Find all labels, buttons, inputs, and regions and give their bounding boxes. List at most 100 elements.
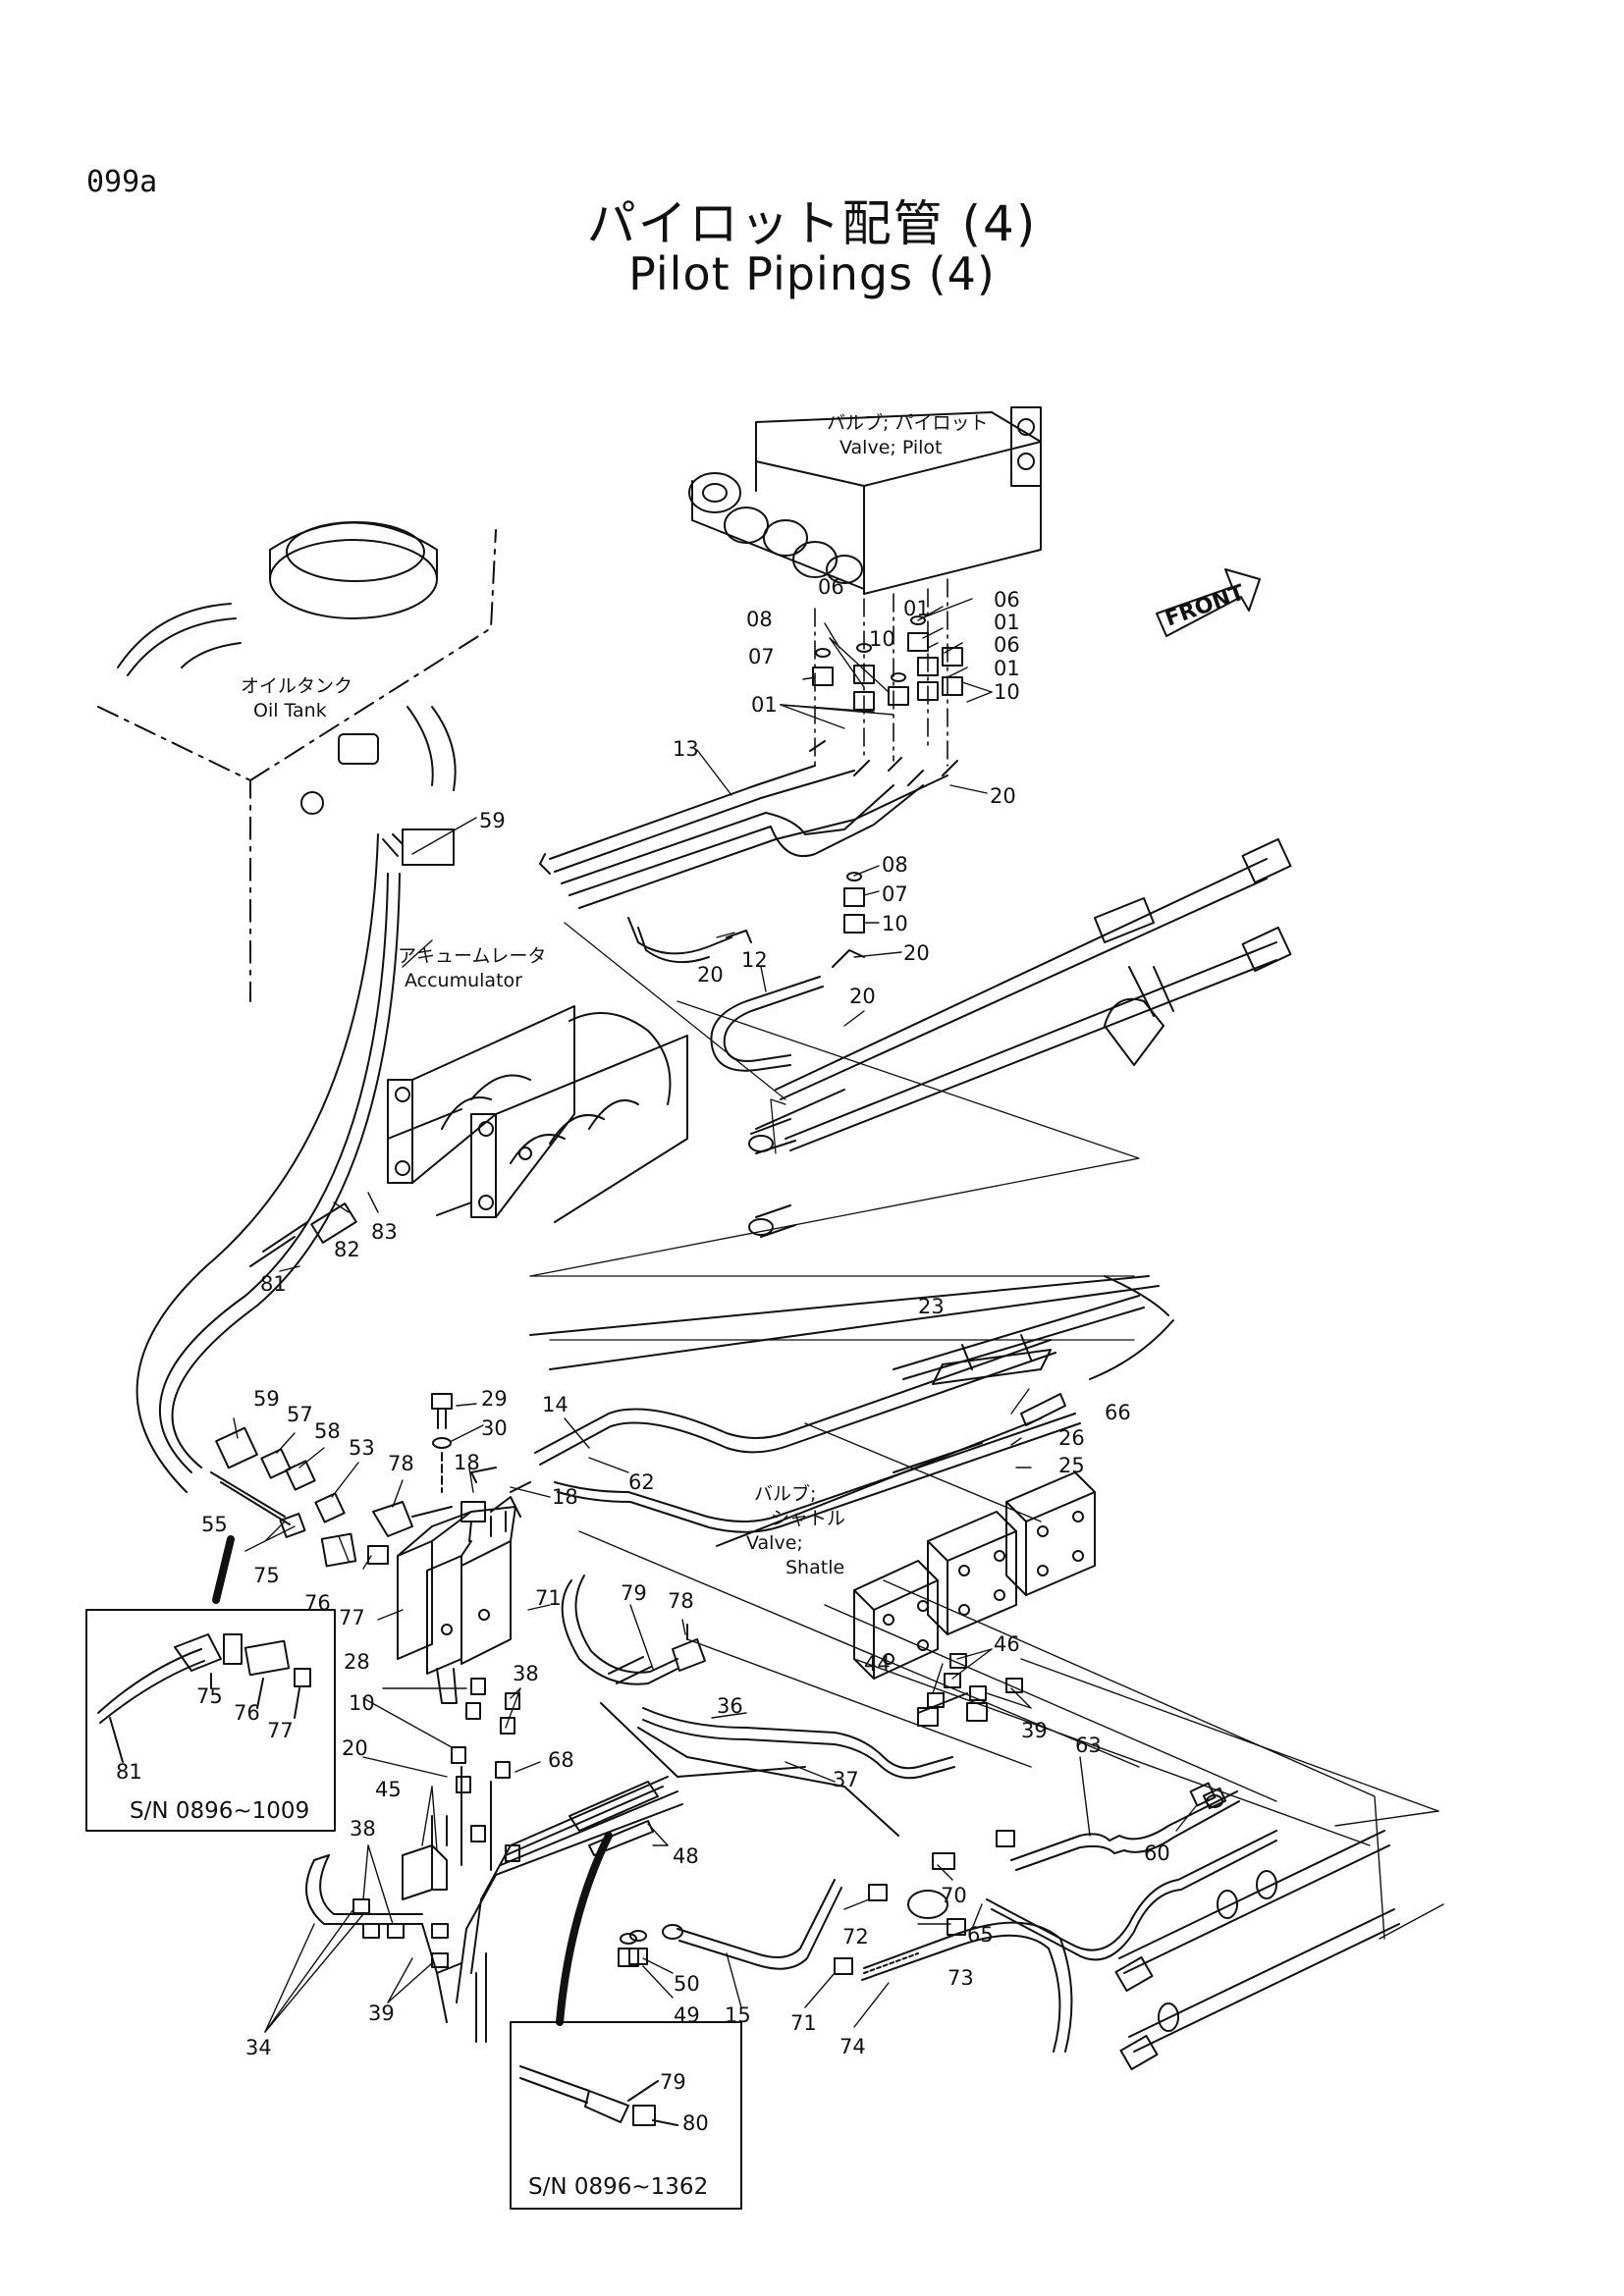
label-13: 13 bbox=[673, 737, 699, 761]
inset-2: 79 80 S/N 0896~1362 bbox=[510, 2021, 742, 2210]
label-81: 81 bbox=[260, 1272, 287, 1296]
pipe-bracket-48 bbox=[456, 1776, 683, 2043]
label-01-c: 01 bbox=[994, 657, 1020, 680]
label-44: 44 bbox=[864, 1652, 891, 1676]
label-49: 49 bbox=[674, 2003, 700, 2027]
label-57: 57 bbox=[287, 1403, 313, 1426]
label-65: 65 bbox=[967, 1923, 994, 1947]
inset-2-serial: S/N 0896~1362 bbox=[528, 2174, 708, 2200]
label-08-a: 08 bbox=[746, 608, 773, 631]
pipe-12 bbox=[710, 976, 824, 1072]
inset-1-label-81: 81 bbox=[116, 1760, 142, 1784]
label-38-a: 38 bbox=[513, 1662, 539, 1685]
label-72: 72 bbox=[842, 1925, 869, 1949]
label-07-b: 07 bbox=[882, 882, 908, 906]
pipe-14-62 bbox=[534, 1339, 1081, 1547]
inset-1-label-75: 75 bbox=[196, 1684, 223, 1708]
label-76: 76 bbox=[304, 1591, 331, 1615]
label-25: 25 bbox=[1058, 1454, 1085, 1477]
pipe-60 bbox=[1189, 1782, 1217, 1807]
shuttle-valve-blocks bbox=[853, 1471, 1096, 1680]
front-direction-arrow: FRONT bbox=[1156, 568, 1261, 637]
label-15: 15 bbox=[725, 2003, 751, 2027]
mid-fittings bbox=[726, 872, 865, 968]
accumulator-drawing bbox=[387, 1005, 688, 1223]
label-71-a: 71 bbox=[535, 1586, 562, 1610]
label-39-b: 39 bbox=[368, 2002, 395, 2025]
label-20-b: 20 bbox=[903, 941, 930, 965]
label-75: 75 bbox=[253, 1564, 280, 1587]
hose-79 bbox=[561, 1575, 706, 1685]
callout-leaders bbox=[233, 598, 1197, 2033]
label-60: 60 bbox=[1144, 1842, 1170, 1865]
accumulator-caption-jp: アキュームレータ bbox=[398, 945, 546, 967]
label-26: 26 bbox=[1058, 1426, 1085, 1450]
label-73: 73 bbox=[947, 1966, 974, 1990]
label-07-a: 07 bbox=[748, 645, 775, 668]
pipe-23-bundle bbox=[529, 1275, 1174, 1426]
label-39-a: 39 bbox=[1021, 1719, 1048, 1742]
pipe-34 bbox=[305, 1854, 462, 2023]
right-lines bbox=[578, 1422, 1444, 1940]
valve-pilot-caption-jp: バルブ; パイロット bbox=[827, 411, 988, 434]
inset-1-label-77: 77 bbox=[267, 1719, 294, 1742]
label-10-c: 10 bbox=[882, 912, 908, 935]
label-66: 66 bbox=[1105, 1401, 1131, 1424]
left-fittings bbox=[210, 1426, 531, 1568]
label-78-b: 78 bbox=[668, 1589, 694, 1613]
mid-right-fittings bbox=[917, 1653, 1023, 1727]
label-23: 23 bbox=[918, 1295, 945, 1318]
label-38-b: 38 bbox=[350, 1817, 376, 1841]
label-10-d: 10 bbox=[349, 1691, 375, 1715]
label-01-d: 01 bbox=[751, 693, 778, 717]
label-01-a: 01 bbox=[903, 597, 930, 620]
long-hydraulic-lines-upper bbox=[748, 837, 1292, 1238]
label-63: 63 bbox=[1075, 1734, 1102, 1757]
label-59-b: 59 bbox=[253, 1387, 280, 1411]
lower-left-fittings bbox=[352, 1678, 520, 1968]
hose-81 bbox=[135, 833, 401, 1493]
label-36: 36 bbox=[717, 1694, 743, 1718]
label-18-b: 18 bbox=[552, 1485, 578, 1509]
label-10-a: 10 bbox=[994, 680, 1020, 704]
label-46: 46 bbox=[994, 1632, 1020, 1656]
valve-shuttle-caption-jp2: シャトル bbox=[771, 1508, 845, 1529]
oil-tank-caption-jp: オイルタンク bbox=[241, 675, 352, 697]
valve-shuttle-caption-jp1: バルブ; bbox=[754, 1482, 816, 1505]
label-53: 53 bbox=[349, 1436, 375, 1460]
hose-74 bbox=[861, 1890, 1073, 2053]
valve-pilot-caption-en: Valve; Pilot bbox=[839, 437, 943, 458]
label-34: 34 bbox=[245, 2036, 272, 2059]
label-28: 28 bbox=[344, 1650, 370, 1674]
label-20-e: 20 bbox=[342, 1736, 368, 1760]
label-12: 12 bbox=[741, 948, 768, 972]
inset-1-label-76: 76 bbox=[234, 1701, 260, 1725]
label-37: 37 bbox=[833, 1768, 859, 1791]
label-01-b: 01 bbox=[994, 611, 1020, 634]
label-79: 79 bbox=[621, 1581, 647, 1605]
page-title-jp: パイロット配管 (4) bbox=[586, 195, 1038, 252]
label-48: 48 bbox=[673, 1844, 699, 1868]
label-82: 82 bbox=[334, 1238, 360, 1261]
inset-1-serial: S/N 0896~1009 bbox=[130, 1798, 309, 1824]
pilot-valve-drawing bbox=[688, 406, 1042, 595]
label-55: 55 bbox=[201, 1513, 228, 1536]
pipe-36-37 bbox=[600, 1702, 955, 1837]
label-45: 45 bbox=[375, 1778, 402, 1801]
pipe-63-65 bbox=[986, 1790, 1400, 2071]
label-78-a: 78 bbox=[388, 1452, 414, 1475]
inset-2-leader bbox=[556, 1832, 613, 2026]
inset-2-label-79: 79 bbox=[660, 2070, 686, 2094]
label-68: 68 bbox=[548, 1748, 574, 1772]
bolt-49-50 bbox=[628, 1930, 648, 1965]
upper-pipe-bundle bbox=[539, 765, 948, 964]
accumulator-caption-en: Accumulator bbox=[405, 970, 522, 991]
label-70: 70 bbox=[941, 1884, 967, 1907]
label-20-a: 20 bbox=[990, 784, 1016, 808]
label-29: 29 bbox=[481, 1387, 508, 1411]
inset-1-leader bbox=[212, 1535, 235, 1604]
valve-shuttle-caption-en2: Shatle bbox=[785, 1557, 844, 1578]
label-20-c: 20 bbox=[697, 963, 724, 987]
